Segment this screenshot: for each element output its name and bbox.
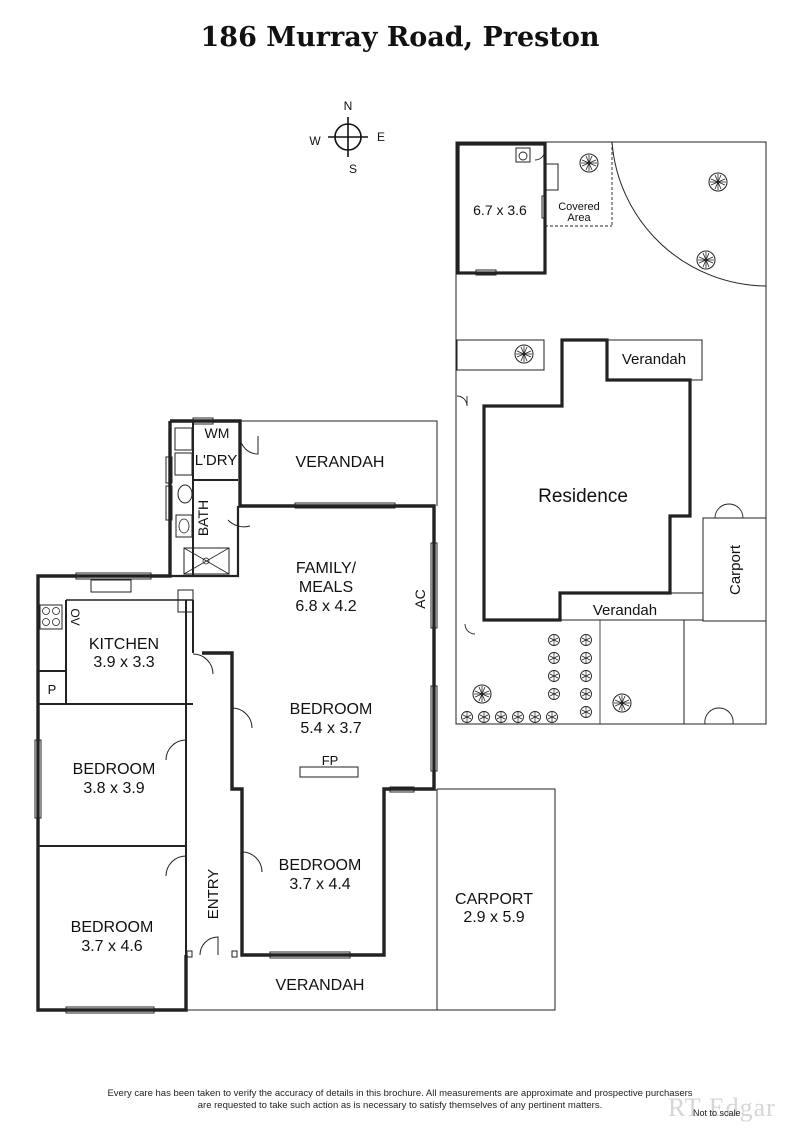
bedroom-2-size: 3.8 x 3.9 <box>83 780 144 797</box>
family-meals-label-1: FAMILY/ <box>296 560 357 577</box>
kitchen-size: 3.9 x 3.3 <box>93 654 154 671</box>
ac-label: AC <box>412 589 428 608</box>
compass: N E S W <box>309 99 385 176</box>
bedroom-3-label: BEDROOM <box>279 857 362 874</box>
studio-window <box>541 195 547 219</box>
landscape-plants <box>461 153 728 723</box>
residence-label: Residence <box>538 486 628 507</box>
pantry-label: P <box>48 682 57 697</box>
not-to-scale-note: Not to scale <box>693 1108 741 1118</box>
bedroom-1-size: 5.4 x 3.7 <box>300 720 361 737</box>
compass-west: W <box>309 134 321 148</box>
disclaimer: Every care has been taken to verify the … <box>40 1088 760 1112</box>
bath-label: BATH <box>195 500 211 536</box>
disclaimer-line-1: Every care has been taken to verify the … <box>107 1088 693 1099</box>
compass-east: E <box>377 130 385 144</box>
covered-area-label-2: Area <box>567 212 591 224</box>
verandah-bottom-label: Verandah <box>593 602 657 619</box>
verandah-rear-label: VERANDAH <box>296 454 385 471</box>
disclaimer-line-2: are requested to take such action as is … <box>197 1100 603 1111</box>
bedroom-4-size: 3.7 x 4.6 <box>81 938 142 955</box>
bedroom-2-label: BEDROOM <box>73 761 156 778</box>
sink-icon <box>545 163 559 191</box>
studio-outline <box>456 142 547 275</box>
laundry-label: L'DRY <box>195 452 238 469</box>
site-boundary <box>455 141 767 725</box>
carport-label: CARPORT <box>455 891 533 908</box>
oven-label: OV <box>68 608 82 625</box>
page-title: 186 Murray Road, Preston <box>200 22 600 53</box>
kitchen-label: KITCHEN <box>89 636 159 653</box>
compass-south: S <box>349 162 357 176</box>
carport-size: 2.9 x 5.9 <box>463 909 524 926</box>
studio-size-label: 6.7 x 3.6 <box>473 202 527 218</box>
bedroom-3-size: 3.7 x 4.4 <box>289 876 350 893</box>
covered-area-label-1: Covered <box>558 201 600 213</box>
toilet-icon <box>515 147 531 163</box>
family-meals-size: 6.8 x 4.2 <box>295 598 356 615</box>
carport-site-label: Carport <box>727 544 744 595</box>
entry-label: ENTRY <box>205 869 222 920</box>
site-plan <box>455 141 767 725</box>
residence-outline <box>482 338 692 622</box>
floor-plan-walls <box>34 417 556 1014</box>
family-meals-label-2: MEALS <box>299 579 353 596</box>
bedroom-4-label: BEDROOM <box>71 919 154 936</box>
verandah-front-label: VERANDAH <box>276 977 365 994</box>
wm-label: WM <box>205 425 230 441</box>
verandah-top-label: Verandah <box>622 351 686 368</box>
compass-north: N <box>344 99 353 113</box>
bedroom-1-label: BEDROOM <box>290 701 373 718</box>
fireplace-label: FP <box>322 753 339 768</box>
agency-logo: RT Edgar <box>668 1093 776 1122</box>
